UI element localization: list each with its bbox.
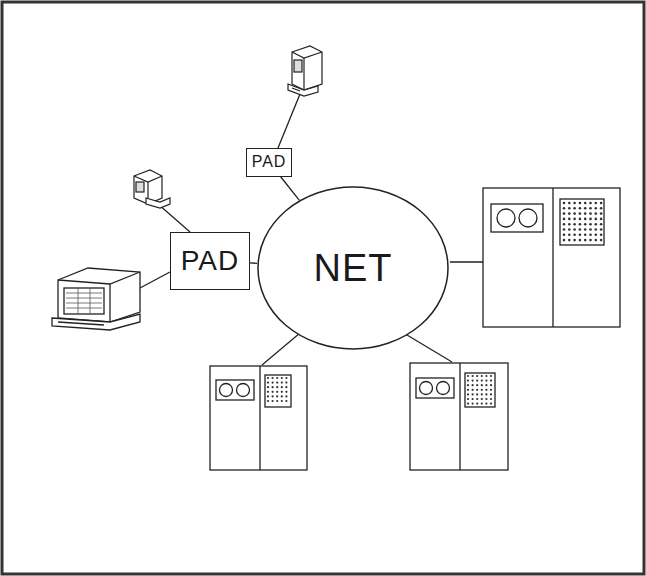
node-label: PAD xyxy=(181,247,240,275)
node-label: PAD xyxy=(252,154,287,170)
network-cloud: NET xyxy=(257,186,449,350)
workstation-icon xyxy=(52,268,140,330)
terminal-icon xyxy=(288,46,322,96)
node-label: NET xyxy=(314,249,393,287)
wires xyxy=(140,94,483,365)
mainframe-icon xyxy=(210,366,307,470)
pad-box: PAD xyxy=(246,148,293,177)
mainframe-icon xyxy=(410,363,508,470)
pad-box: PAD xyxy=(170,232,250,290)
mainframe-icon xyxy=(483,188,620,327)
network-link xyxy=(280,177,299,201)
terminal-icon xyxy=(134,170,170,208)
network-link xyxy=(250,262,257,263)
